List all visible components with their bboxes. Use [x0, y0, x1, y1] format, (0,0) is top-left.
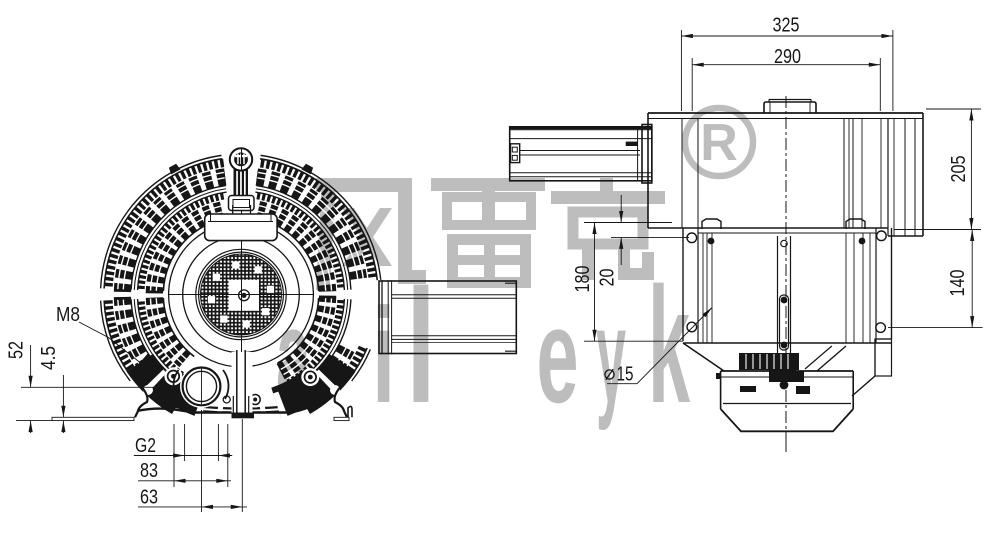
svg-text:4.5: 4.5: [38, 346, 60, 370]
svg-text:G2: G2: [135, 435, 156, 457]
svg-text:l: l: [406, 256, 436, 437]
svg-text:325: 325: [773, 15, 800, 37]
svg-text:i: i: [372, 279, 395, 430]
svg-text:205: 205: [948, 156, 970, 183]
svg-text:180: 180: [572, 266, 594, 293]
svg-text:63: 63: [140, 487, 158, 509]
svg-text:15: 15: [617, 364, 634, 386]
svg-text:y: y: [596, 280, 626, 431]
svg-text:M8: M8: [56, 304, 80, 326]
svg-text:R: R: [700, 114, 738, 172]
svg-text:52: 52: [6, 341, 28, 359]
svg-text:20: 20: [597, 269, 619, 287]
svg-text:k: k: [648, 254, 690, 438]
svg-text:290: 290: [774, 46, 801, 68]
svg-text:e: e: [537, 281, 579, 432]
svg-text:140: 140: [947, 270, 969, 297]
svg-text:83: 83: [140, 460, 158, 482]
